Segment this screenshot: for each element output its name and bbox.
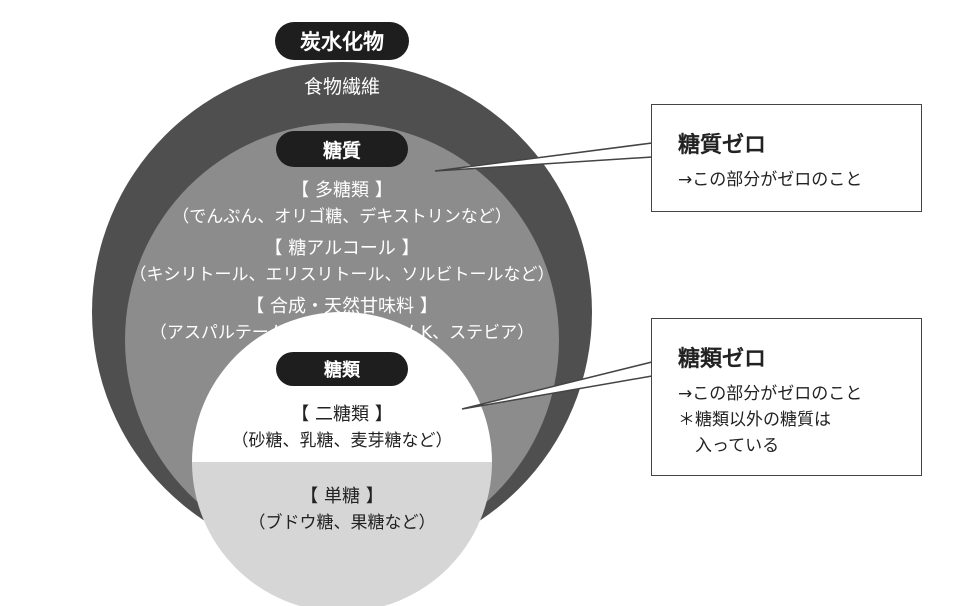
- disaccharide-examples: （砂糖、乳糖、麦芽糖など）: [231, 431, 453, 451]
- callout-line: 入っている: [678, 436, 780, 456]
- callout-title: 糖質ゼロ: [678, 133, 767, 158]
- sugars-zero-callout: 糖類ゼロ →この部分がゼロのこと ＊糖類以外の糖質は 入っている: [651, 318, 922, 476]
- polysaccharide-heading: 【 多糖類 】: [291, 180, 393, 201]
- callout-title: 糖類ゼロ: [678, 347, 767, 372]
- callout-line: →この部分がゼロのこと: [678, 170, 863, 190]
- dietary-fiber-label: 食物繊維: [303, 76, 380, 98]
- callout-line: →この部分がゼロのこと: [678, 384, 863, 404]
- carbohydrate-label: 炭水化物: [275, 22, 409, 60]
- sugar-quality-label: 糖質: [276, 131, 408, 167]
- callout-line: ＊糖類以外の糖質は: [678, 410, 831, 430]
- sugars-label: 糖類: [276, 352, 408, 386]
- polysaccharide-examples: （でんぷん、オリゴ糖、デキストリンなど）: [172, 207, 512, 227]
- sweetener-examples: （アスパルテーム、アセスルファムK、ステビア）: [149, 323, 535, 343]
- sugar-quality-zero-callout: 糖質ゼロ →この部分がゼロのこと: [651, 104, 922, 212]
- sugar-alcohol-examples: （キシリトール、エリスリトール、ソルビトールなど）: [129, 265, 555, 285]
- sweetener-heading: 【 合成・天然甘味料 】: [246, 296, 438, 317]
- sugar-alcohol-heading: 【 糖アルコール 】: [264, 238, 420, 259]
- disaccharide-heading: 【 二糖類 】: [291, 404, 393, 425]
- monosaccharide-examples: （ブドウ糖、果糖など）: [248, 513, 436, 533]
- monosaccharide-heading: 【 単糖 】: [300, 486, 384, 507]
